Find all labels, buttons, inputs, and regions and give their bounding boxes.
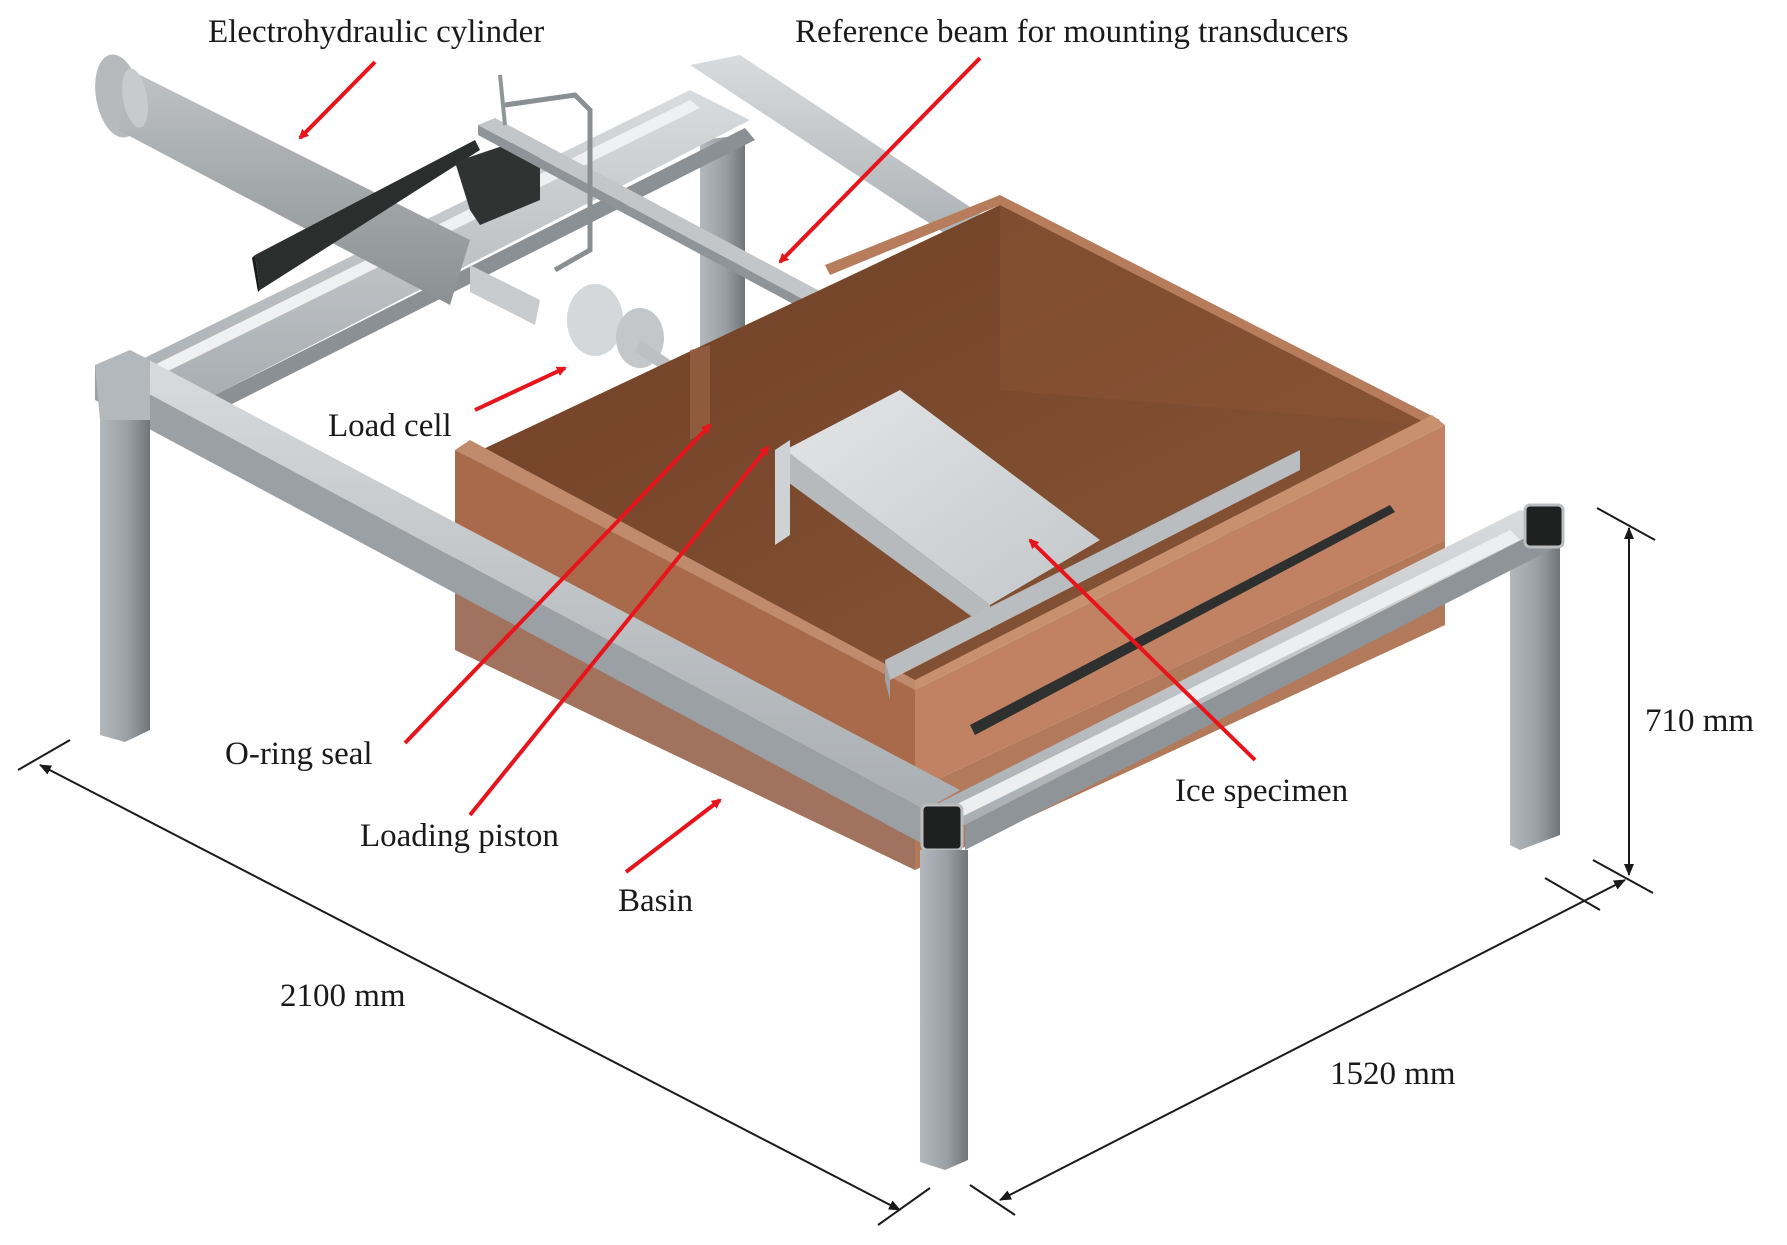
arrow-cylinder bbox=[298, 60, 377, 140]
dimension-height bbox=[1592, 507, 1656, 894]
label-loading-piston: Loading piston bbox=[360, 818, 559, 854]
label-electrohydraulic-cylinder: Electrohydraulic cylinder bbox=[208, 14, 545, 50]
label-load-cell: Load cell bbox=[328, 408, 452, 444]
label-dimension-height: 710 mm bbox=[1645, 703, 1755, 739]
front-frame-beam bbox=[95, 350, 960, 845]
right-corner-cap bbox=[1523, 503, 1565, 549]
front-corner-cap bbox=[920, 803, 964, 852]
ice-specimen bbox=[775, 390, 1300, 700]
label-dimension-width: 1520 mm bbox=[1330, 1056, 1456, 1092]
load-cell bbox=[470, 265, 664, 368]
dimension-width bbox=[969, 877, 1626, 1216]
label-oring-seal: O-ring seal bbox=[225, 736, 373, 772]
arrow-basin bbox=[624, 798, 722, 874]
front-left-leg bbox=[100, 415, 150, 742]
rear-right-leg bbox=[1510, 540, 1560, 850]
right-frame-beam bbox=[925, 505, 1560, 850]
arrow-piston bbox=[468, 445, 770, 817]
front-right-leg bbox=[920, 850, 968, 1170]
arrow-beam bbox=[778, 56, 982, 264]
arrow-oring bbox=[403, 423, 712, 745]
transducer-bracket bbox=[498, 74, 593, 273]
label-reference-beam: Reference beam for mounting transducers bbox=[795, 14, 1349, 50]
label-dimension-length: 2100 mm bbox=[280, 978, 406, 1014]
electrohydraulic-cylinder bbox=[95, 54, 470, 305]
left-end-beam bbox=[95, 350, 150, 420]
arrow-ice bbox=[1028, 538, 1257, 762]
label-ice-specimen: Ice specimen bbox=[1175, 773, 1349, 809]
label-basin: Basin bbox=[618, 883, 694, 919]
arrow-load-cell bbox=[474, 366, 567, 412]
dimension-length bbox=[17, 739, 931, 1226]
cylinder-mounting-plate bbox=[252, 140, 540, 292]
